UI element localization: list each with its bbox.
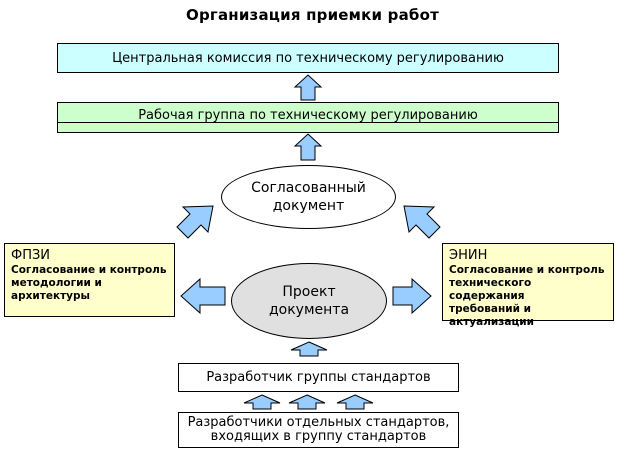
- fpzi-box: ФПЗИ Согласование и контроль методологии…: [4, 243, 175, 317]
- fpzi-desc-line1: Согласование и контроль: [11, 264, 167, 276]
- enin-desc-line1: Согласование и контроль: [449, 264, 605, 276]
- agreed-document-line1: Согласованный: [251, 180, 366, 196]
- arrow-left-icon: [180, 277, 226, 315]
- central-commission-box: Центральная комиссия по техническому рег…: [57, 43, 559, 73]
- enin-desc-line3: требований и актуализации: [449, 303, 534, 328]
- working-group-divider: [58, 122, 558, 123]
- draft-document-line1: Проект: [282, 284, 336, 300]
- page-title: Организация приемки работ: [186, 6, 439, 24]
- draft-document-line2: документа: [268, 302, 350, 318]
- arrow-up-icon: [336, 394, 374, 410]
- draft-document-ellipse: Проект документа: [231, 263, 387, 339]
- enin-desc-line2: технического содержания: [449, 277, 532, 302]
- working-group-box: Рабочая группа по техническому регулиров…: [57, 102, 559, 133]
- arrow-up-icon: [288, 394, 326, 410]
- arrow-diagonal-icon: [403, 205, 441, 239]
- developer-group-label: Разработчик группы стандартов: [206, 370, 431, 385]
- central-commission-label: Центральная комиссия по техническому рег…: [112, 50, 504, 66]
- fpzi-desc-line3: архитектуры: [11, 290, 91, 302]
- agreed-document-line2: документ: [272, 198, 345, 214]
- fpzi-desc-line2: методологии и: [11, 277, 102, 289]
- arrow-diagonal-icon: [176, 205, 214, 239]
- enin-name: ЭНИН: [449, 248, 488, 263]
- arrow-up-icon: [290, 341, 328, 357]
- enin-box: ЭНИН Согласование и контроль техническог…: [442, 243, 614, 328]
- fpzi-name: ФПЗИ: [11, 248, 51, 263]
- individual-developers-box: Разработчики отдельных стандартов, входя…: [178, 412, 459, 448]
- individual-developers-line2: входящих в группу стандартов: [210, 429, 427, 444]
- working-group-label: Рабочая группа по техническому регулиров…: [138, 108, 478, 123]
- developer-group-box: Разработчик группы стандартов: [178, 363, 459, 392]
- agreed-document-ellipse: Согласованный документ: [221, 165, 396, 229]
- arrow-right-icon: [392, 277, 432, 315]
- arrow-up-icon: [243, 394, 281, 410]
- arrow-up-icon: [293, 74, 323, 101]
- arrow-up-icon: [293, 133, 323, 161]
- individual-developers-line1: Разработчики отдельных стандартов,: [187, 415, 450, 430]
